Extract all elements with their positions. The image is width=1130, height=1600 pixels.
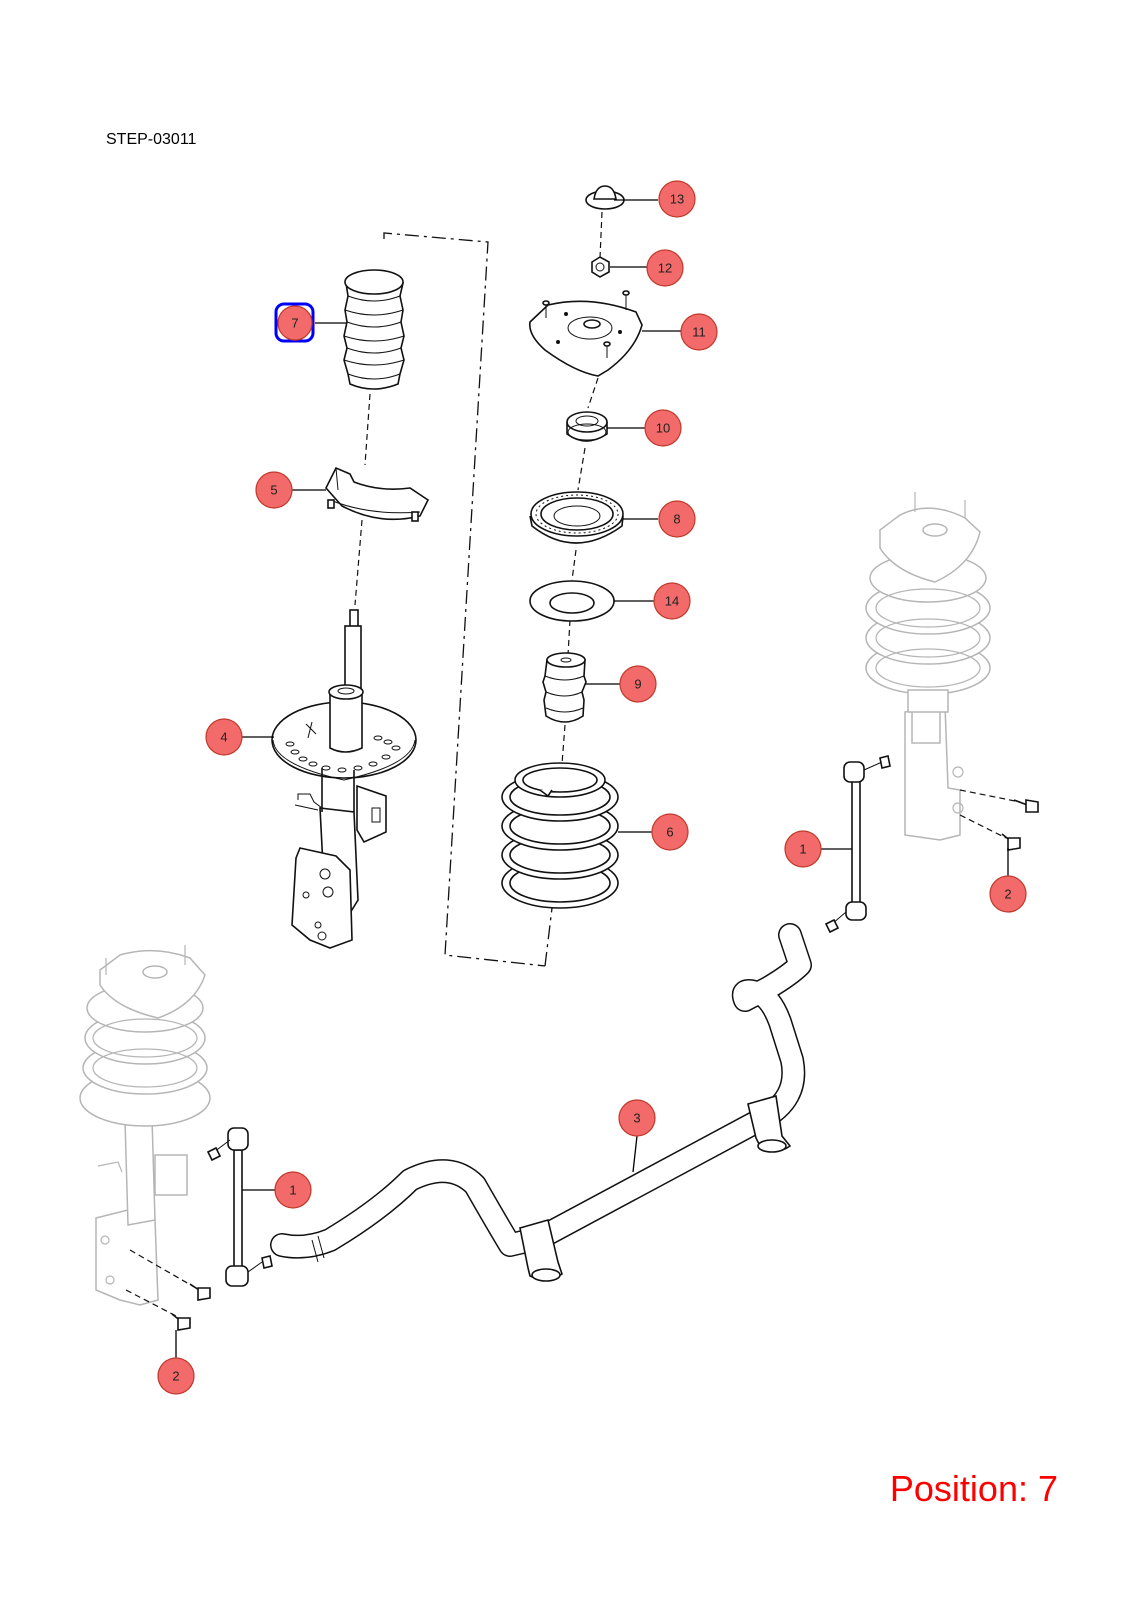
bolt-right-upper xyxy=(1013,799,1039,813)
part-stabilizer-link-left xyxy=(206,1127,273,1287)
callout-12[interactable]: 12 xyxy=(646,249,684,287)
bolt-right-lower xyxy=(1001,833,1021,851)
callout-10[interactable]: 10 xyxy=(644,409,682,447)
part-stabilizer-bar xyxy=(270,923,812,1282)
callout-1-right[interactable]: 1 xyxy=(784,830,822,868)
part-bolts xyxy=(125,789,1039,1331)
svg-text:4: 4 xyxy=(220,730,227,745)
ghost-strut-right xyxy=(865,492,991,841)
svg-text:8: 8 xyxy=(673,512,680,527)
callout-3[interactable]: 3 xyxy=(618,1099,656,1137)
callout-4[interactable]: 4 xyxy=(205,718,243,756)
part-bump-stop xyxy=(542,652,587,723)
leader-lines xyxy=(175,199,1009,1358)
callout-1-left[interactable]: 1 xyxy=(274,1171,312,1209)
callout-13[interactable]: 13 xyxy=(658,180,696,218)
svg-text:3: 3 xyxy=(633,1111,640,1126)
svg-text:11: 11 xyxy=(692,325,706,340)
part-isolator-ring xyxy=(529,580,615,622)
svg-text:2: 2 xyxy=(1004,887,1011,902)
ghost-strut-left xyxy=(79,945,211,1306)
callout-2-right[interactable]: 2 xyxy=(989,875,1027,913)
diagram-reference: STEP-03011 xyxy=(106,131,197,148)
callout-8[interactable]: 8 xyxy=(658,500,696,538)
part-insulator xyxy=(325,466,430,522)
position-label: Position: 7 xyxy=(889,1468,1058,1509)
part-stabilizer-link-right xyxy=(824,755,891,934)
part-coil-spring xyxy=(501,762,619,909)
callout-2-left[interactable]: 2 xyxy=(157,1357,195,1395)
callout-11[interactable]: 11 xyxy=(680,313,718,351)
svg-text:14: 14 xyxy=(665,594,679,609)
bolt-left-lower xyxy=(171,1313,191,1331)
part-dust-cap xyxy=(585,185,625,210)
part-spring-seat xyxy=(529,491,624,544)
svg-text:1: 1 xyxy=(799,842,806,857)
svg-text:2: 2 xyxy=(172,1369,179,1384)
axis-lines xyxy=(354,211,603,791)
svg-text:13: 13 xyxy=(670,192,684,207)
part-bearing xyxy=(566,411,608,442)
svg-text:12: 12 xyxy=(658,261,672,276)
callout-9[interactable]: 9 xyxy=(619,665,657,703)
callout-6[interactable]: 6 xyxy=(651,813,689,851)
svg-text:9: 9 xyxy=(634,677,641,692)
svg-text:5: 5 xyxy=(270,483,277,498)
svg-text:1: 1 xyxy=(289,1183,296,1198)
assembly-bracket xyxy=(383,232,553,967)
bolt-left-upper xyxy=(189,1283,211,1301)
callout-14[interactable]: 14 xyxy=(653,582,691,620)
svg-text:10: 10 xyxy=(656,421,670,436)
svg-text:6: 6 xyxy=(666,825,673,840)
svg-text:7: 7 xyxy=(291,316,298,331)
part-strut-mount xyxy=(528,290,643,377)
part-strut xyxy=(271,609,417,949)
callout-7-selected[interactable]: 7 xyxy=(274,302,315,343)
part-nut xyxy=(591,256,610,278)
callout-5[interactable]: 5 xyxy=(255,471,293,509)
part-dust-boot xyxy=(343,269,405,390)
